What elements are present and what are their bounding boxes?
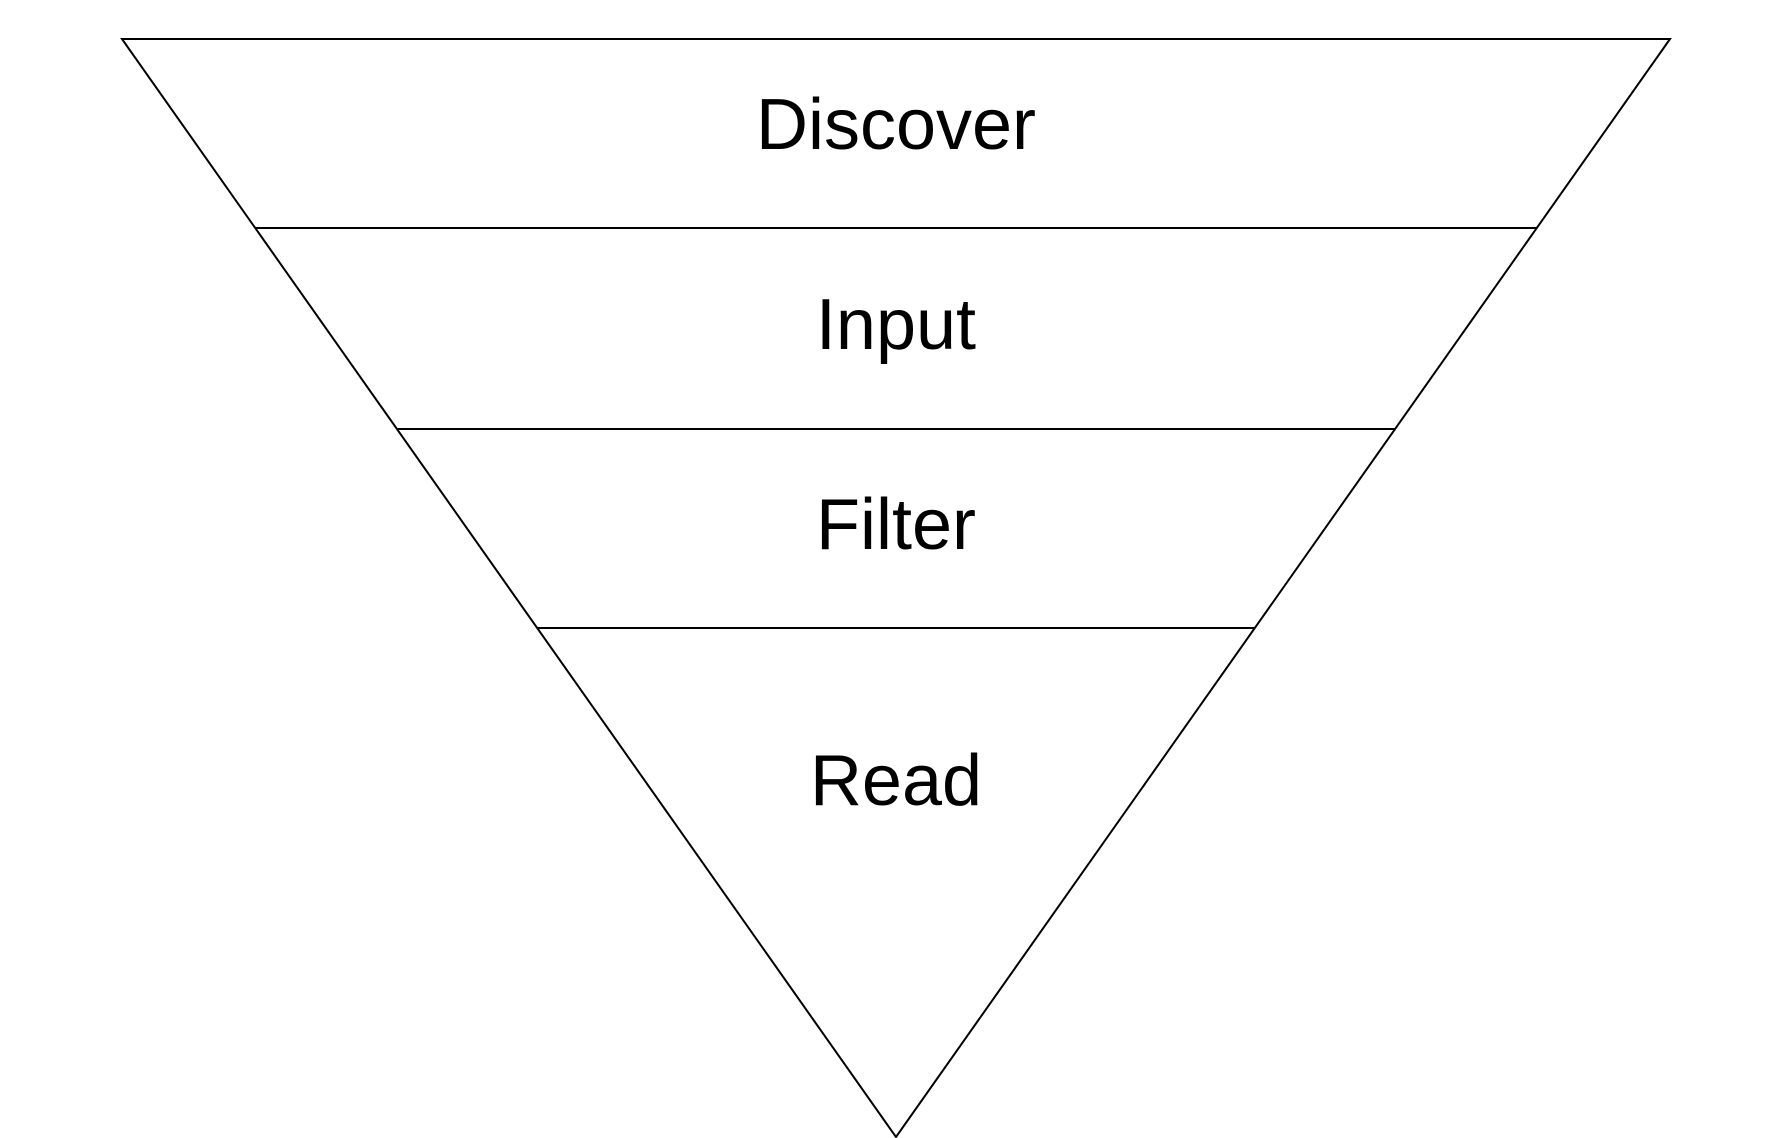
stage-label-filter: Filter [816, 485, 976, 565]
stage-label-input: Input [816, 285, 976, 365]
funnel-outline [120, 38, 1672, 1138]
stage-label-discover: Discover [756, 85, 1036, 165]
stage-label-read: Read [810, 741, 982, 821]
